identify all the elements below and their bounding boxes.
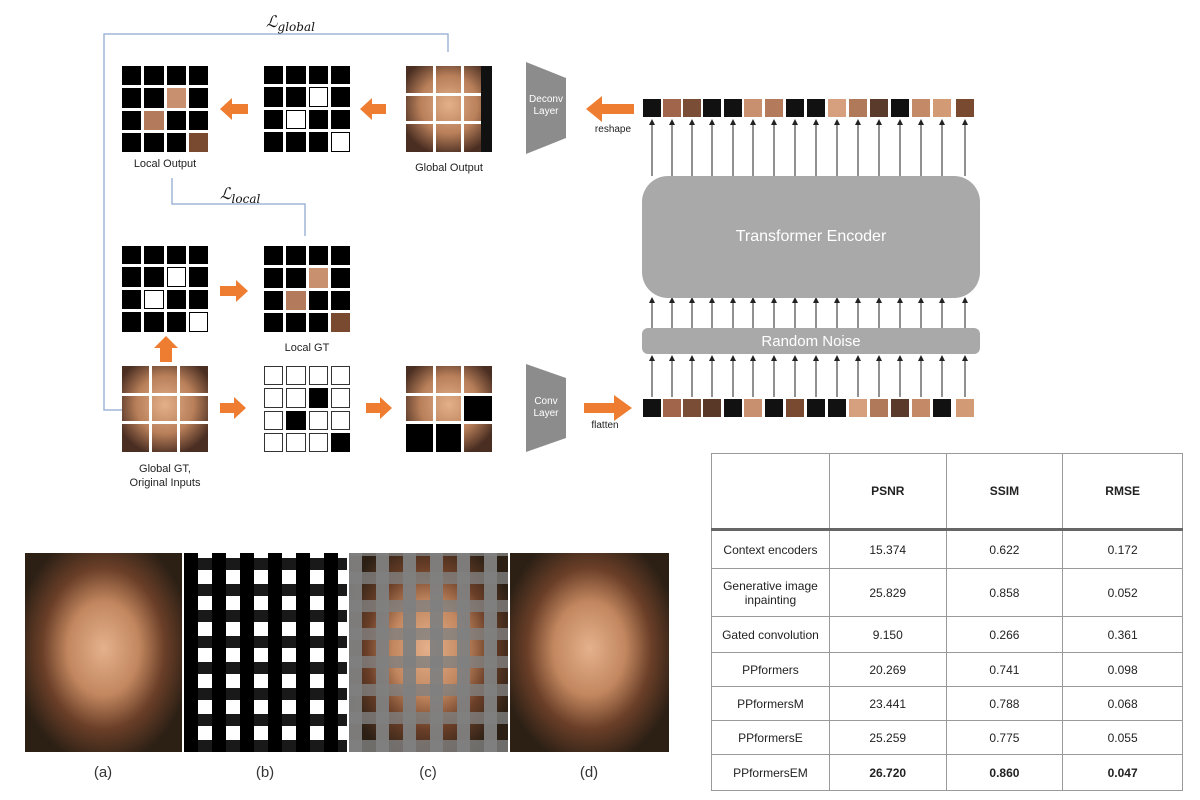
table-row: PPformersEM 26.720 0.860 0.047: [711, 754, 1183, 791]
ssim-cell: 0.858: [945, 568, 1064, 617]
rmse-cell: 0.052: [1062, 568, 1183, 617]
local-output-label: Local Output: [133, 158, 197, 170]
rmse-cell: 0.068: [1062, 686, 1183, 721]
table-row: PPformersM 23.441 0.788 0.068: [711, 686, 1183, 721]
caption-c: (c): [419, 764, 437, 781]
local-gt-grid: [264, 246, 350, 332]
transformer-encoder-label: Transformer Encoder: [735, 228, 887, 245]
local-loss-line: [171, 178, 306, 236]
output-token-strip: [642, 98, 980, 118]
mask-grid-top: [264, 66, 350, 152]
random-mask-grid: [264, 366, 350, 452]
rmse-cell: 0.098: [1062, 652, 1183, 687]
psnr-cell: 26.720: [828, 754, 947, 791]
orange-arrows: [154, 96, 634, 421]
global-gt-label: Global GT, Original Inputs: [129, 463, 201, 489]
method-cell: PPformersEM: [711, 754, 830, 791]
example-original-image: [25, 553, 182, 752]
psnr-cell: 20.269: [828, 652, 947, 687]
method-cell: Context encoders: [711, 529, 830, 569]
random-noise-block: Random Noise: [642, 328, 980, 354]
psnr-cell: 15.374: [828, 529, 947, 569]
reshape-label: reshape: [594, 124, 632, 135]
local-output-grid: [122, 66, 208, 152]
table-row: Gated convolution 9.150 0.266 0.361: [711, 616, 1183, 653]
rmse-cell: 0.047: [1062, 754, 1183, 791]
ssim-cell: 0.741: [945, 652, 1064, 687]
ssim-cell: 0.266: [945, 616, 1064, 653]
example-masked-image: [349, 553, 508, 752]
input-token-strip: [642, 398, 980, 418]
deconv-layer-shape: [526, 62, 566, 154]
global-loss-line: [103, 33, 449, 411]
transformer-encoder-block: Transformer Encoder: [642, 176, 980, 298]
local-gt-label: Local GT: [284, 342, 330, 354]
ssim-cell: 0.788: [945, 686, 1064, 721]
table-row: Generative image inpainting 25.829 0.858…: [711, 568, 1183, 617]
table-row: PPformersE 25.259 0.775 0.055: [711, 720, 1183, 755]
flatten-label: flatten: [591, 420, 619, 431]
caption-a: (a): [93, 764, 113, 781]
table-header-cell: SSIM: [945, 453, 1064, 531]
caption-d: (d): [579, 764, 599, 781]
masked-input-face: [406, 366, 492, 452]
psnr-cell: 9.150: [828, 616, 947, 653]
table-header-row: PSNR SSIM RMSE: [711, 453, 1183, 531]
global-output-label: Global Output: [415, 162, 483, 174]
mask-grid-middle: [122, 246, 208, 332]
method-cell: Gated convolution: [711, 616, 830, 653]
token-arrows: [649, 119, 968, 397]
method-cell: PPformersE: [711, 720, 830, 755]
psnr-cell: 25.829: [828, 568, 947, 617]
global-output-face: [406, 66, 492, 152]
table-header-cell: RMSE: [1062, 453, 1183, 531]
method-cell: Generative image inpainting: [711, 568, 830, 617]
rmse-cell: 0.361: [1062, 616, 1183, 653]
loss-local-label: ℒlocal: [220, 184, 261, 207]
global-gt-face: [122, 366, 208, 452]
table-header-cell: PSNR: [828, 453, 947, 531]
table-row: Context encoders 15.374 0.622 0.172: [711, 529, 1183, 569]
example-mask-image: [184, 553, 347, 752]
table-header-cell: [711, 453, 830, 531]
random-noise-label: Random Noise: [761, 332, 861, 350]
conv-layer-shape: [526, 364, 566, 452]
rmse-cell: 0.172: [1062, 529, 1183, 569]
method-cell: PPformers: [711, 652, 830, 687]
ssim-cell: 0.622: [945, 529, 1064, 569]
rmse-cell: 0.055: [1062, 720, 1183, 755]
loss-global-label: ℒglobal: [266, 12, 315, 35]
table-row: PPformers 20.269 0.741 0.098: [711, 652, 1183, 687]
caption-b: (b): [255, 764, 275, 781]
ssim-cell: 0.860: [945, 754, 1064, 791]
psnr-cell: 23.441: [828, 686, 947, 721]
method-cell: PPformersM: [711, 686, 830, 721]
example-result-image: [510, 553, 669, 752]
psnr-cell: 25.259: [828, 720, 947, 755]
results-table: PSNR SSIM RMSE Context encoders 15.374 0…: [711, 453, 1183, 791]
ssim-cell: 0.775: [945, 720, 1064, 755]
